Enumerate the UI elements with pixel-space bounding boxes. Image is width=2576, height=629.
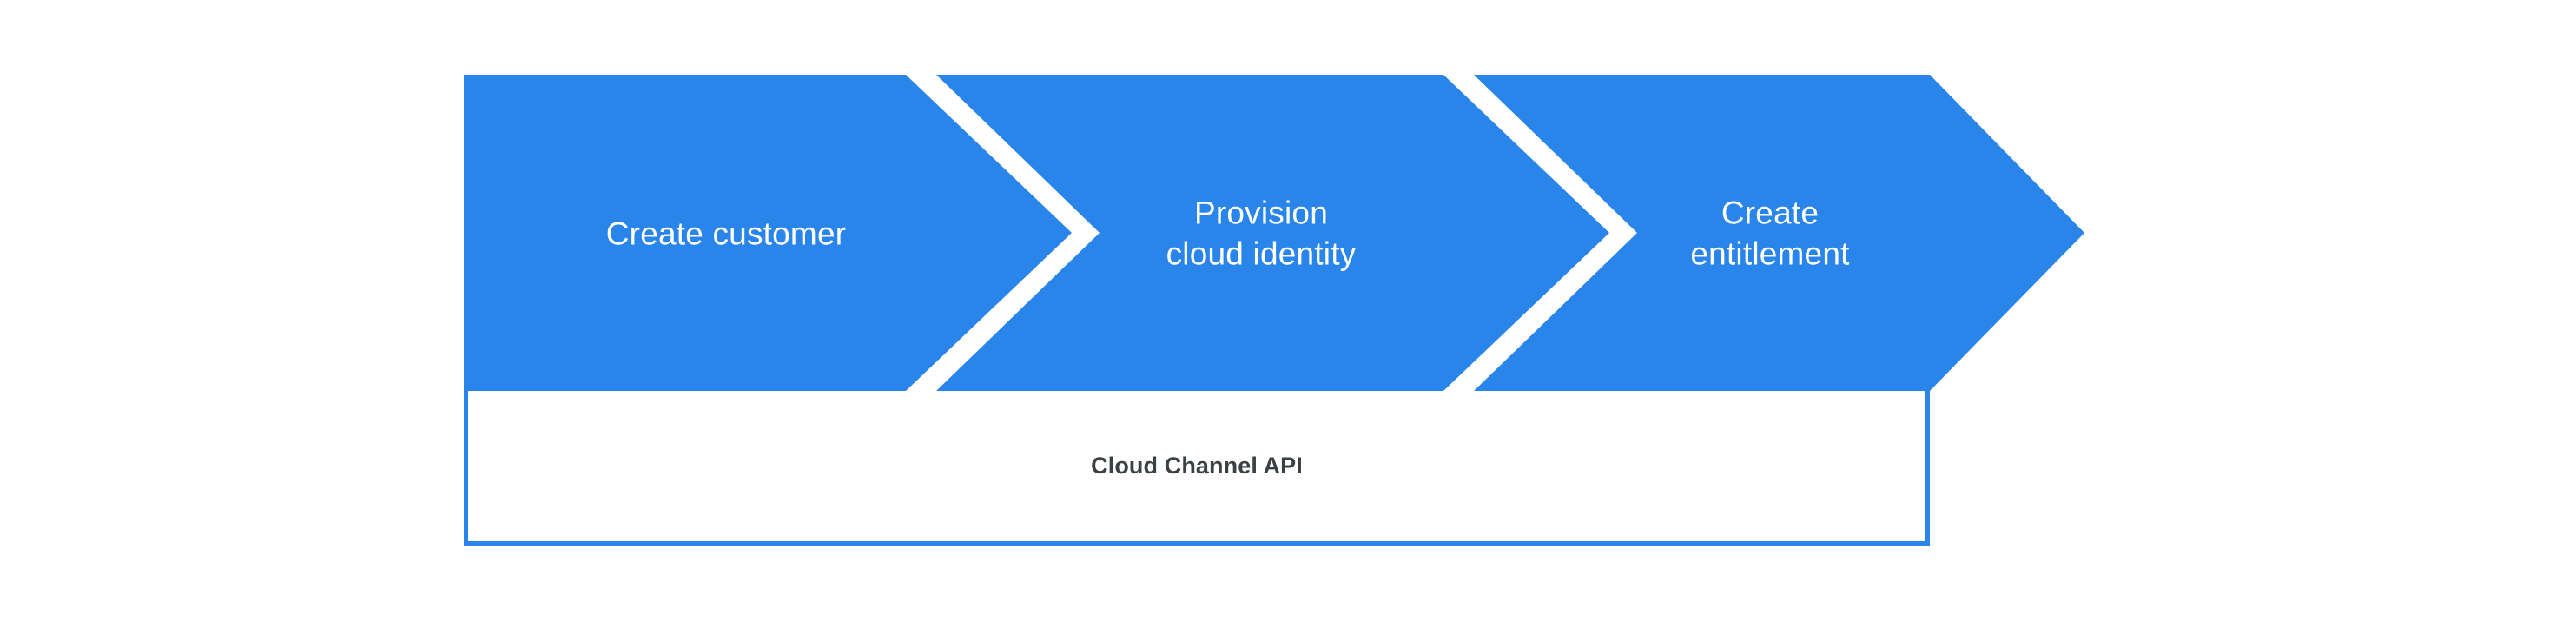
- chevron-step-3[interactable]: [1474, 75, 2084, 391]
- chevron-step-1[interactable]: [464, 75, 1072, 391]
- cloud-channel-api-bar[interactable]: Cloud Channel API: [464, 391, 1930, 546]
- cloud-channel-api-label: Cloud Channel API: [1091, 453, 1303, 479]
- chevron-step-2[interactable]: [936, 75, 1609, 391]
